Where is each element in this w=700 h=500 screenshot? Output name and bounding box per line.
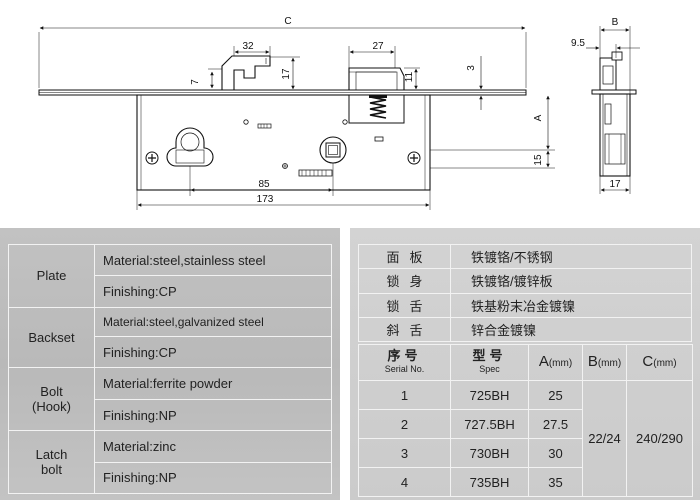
header-a: A(mm) bbox=[528, 344, 583, 381]
cn-value: 铁镀铬/不锈钢 bbox=[450, 243, 692, 270]
table-header-row: 序号 Serial No. 型号 Spec A(mm) B(mm) C(mm) bbox=[358, 344, 693, 381]
dim-9-5-label: 9.5 bbox=[571, 38, 585, 49]
latch-material: Material:zinc bbox=[94, 430, 332, 463]
screw-hole-left bbox=[145, 151, 159, 165]
table-row: 锁身 铁镀铬/镀锌板 bbox=[358, 268, 692, 294]
dim-3-label: 3 bbox=[466, 65, 477, 71]
dim-17-side-label: 17 bbox=[609, 179, 621, 190]
plate-material: Material:steel,stainless steel bbox=[94, 243, 332, 277]
table-row: 锁舌 铁基粉末冶金镀镍 bbox=[358, 292, 692, 318]
spec-cell: 725BH bbox=[450, 380, 529, 410]
lower-plate-detail bbox=[282, 163, 333, 177]
latch-bolt bbox=[348, 67, 405, 91]
spec-table: Plate Material:steel,stainless steel Fin… bbox=[8, 243, 332, 495]
latch-housing bbox=[348, 94, 405, 124]
spec-cell: 735BH bbox=[450, 467, 529, 497]
header-spec: 型号 Spec bbox=[450, 344, 529, 381]
cn-value: 铁镀铬/镀锌板 bbox=[450, 268, 692, 294]
dim-7-label: 7 bbox=[190, 79, 201, 85]
c-value-cell: 240/290 bbox=[626, 380, 693, 497]
part-latch-bolt: Latch bolt bbox=[8, 430, 95, 494]
a-cell: 27.5 bbox=[528, 409, 583, 439]
table-row: 斜舌 锌合金镀镍 bbox=[358, 316, 692, 343]
table-row: Finishing:NP bbox=[9, 461, 332, 495]
spec-panel: Plate Material:steel,stainless steel Fin… bbox=[0, 228, 340, 500]
backset-finishing: Finishing:CP bbox=[94, 336, 332, 369]
table-row: Finishing:NP bbox=[9, 398, 332, 432]
cylinder-hole bbox=[166, 127, 214, 167]
dim-17-hook-label: 17 bbox=[281, 68, 292, 80]
b-value-cell: 22/24 bbox=[582, 380, 627, 497]
side-view bbox=[591, 51, 637, 177]
serial-cell: 1 bbox=[358, 380, 451, 410]
dim-c-label: C bbox=[284, 16, 291, 27]
a-cell: 30 bbox=[528, 438, 583, 468]
dim-173-label: 173 bbox=[257, 194, 274, 205]
cn-key: 面板 bbox=[358, 243, 451, 270]
header-serial: 序号 Serial No. bbox=[358, 344, 451, 381]
bolt-material: Material:ferrite powder bbox=[94, 367, 332, 400]
a-cell: 25 bbox=[528, 380, 583, 410]
screw-hole-right bbox=[407, 151, 421, 165]
table-row: Latch bolt Material:zinc bbox=[8, 430, 332, 494]
serial-cell: 4 bbox=[358, 467, 451, 497]
spec-cell: 727.5BH bbox=[450, 409, 529, 439]
serial-cell: 3 bbox=[358, 438, 451, 468]
cn-value: 铁基粉末冶金镀镍 bbox=[450, 292, 692, 318]
latch-spring bbox=[369, 96, 387, 119]
table-row: 4 735BH 35 bbox=[358, 467, 693, 497]
table-row: 面板 铁镀铬/不锈钢 bbox=[358, 243, 692, 270]
dim-a-label: A bbox=[533, 114, 544, 121]
cn-key: 锁舌 bbox=[358, 292, 451, 318]
dim-b-label: B bbox=[612, 17, 619, 28]
lock-drawing-svg: C 32 27 7 17 11 3 A 15 bbox=[38, 16, 640, 210]
cn-spec-table: 面板 铁镀铬/不锈钢 锁身 铁镀铬/镀锌板 锁舌 铁基粉末冶金镀镍 斜舌 锌合金… bbox=[358, 243, 692, 343]
small-slot bbox=[257, 123, 272, 129]
part-backset: Backset bbox=[8, 306, 95, 369]
table-row: Bolt (Hook) Material:ferrite powder bbox=[8, 367, 332, 432]
serial-cell: 2 bbox=[358, 409, 451, 439]
header-c: C(mm) bbox=[626, 344, 693, 381]
cn-panel: 面板 铁镀铬/不锈钢 锁身 铁镀铬/镀锌板 锁舌 铁基粉末冶金镀镍 斜舌 锌合金… bbox=[350, 228, 700, 500]
dim-32-label: 32 bbox=[242, 41, 254, 52]
plate-finishing: Finishing:CP bbox=[94, 275, 332, 308]
table-row: 2 727.5BH 27.5 bbox=[358, 409, 693, 439]
table-row: 1 725BH 25 22/24 240/290 bbox=[358, 380, 693, 497]
spindle-hole bbox=[319, 136, 347, 164]
cn-key: 斜舌 bbox=[358, 316, 451, 343]
spec-cell: 730BH bbox=[450, 438, 529, 468]
dim-27-label: 27 bbox=[372, 41, 384, 52]
dim-15-label: 15 bbox=[533, 154, 544, 166]
header-b: B(mm) bbox=[582, 344, 627, 381]
part-plate: Plate bbox=[8, 244, 95, 308]
model-table: 序号 Serial No. 型号 Spec A(mm) B(mm) C(mm) … bbox=[358, 344, 693, 497]
a-cell: 35 bbox=[528, 467, 583, 497]
bolt-finishing: Finishing:NP bbox=[94, 398, 332, 432]
hook-bolt bbox=[221, 55, 271, 91]
dim-85-label: 85 bbox=[258, 179, 270, 190]
cn-value: 锌合金镀镍 bbox=[450, 316, 692, 343]
backset-material: Material:steel,galvanized steel bbox=[94, 306, 332, 338]
table-row: Backset Material:steel,galvanized steel bbox=[8, 306, 332, 369]
cn-key: 锁身 bbox=[358, 268, 451, 294]
technical-drawing: C 32 27 7 17 11 3 A 15 bbox=[0, 0, 700, 228]
latch-finishing: Finishing:NP bbox=[94, 461, 332, 495]
table-row: Plate Material:steel,stainless steel bbox=[8, 243, 332, 308]
dim-11-label: 11 bbox=[404, 71, 415, 82]
part-bolt: Bolt (Hook) bbox=[8, 367, 95, 432]
